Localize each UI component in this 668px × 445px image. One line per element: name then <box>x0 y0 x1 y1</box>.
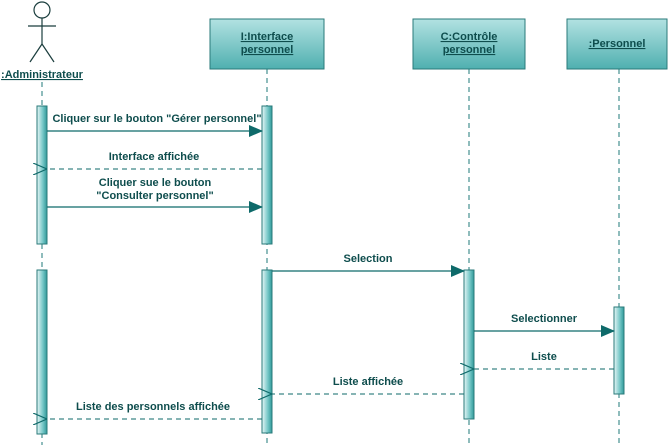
message-1-label: Cliquer sur le bouton "Gérer personnel" <box>52 113 261 125</box>
message-7: Liste affichée <box>272 376 464 394</box>
activation-bar-admin-1 <box>36 105 48 245</box>
object-interface-personnel: I:Interface personnel <box>209 18 325 70</box>
message-4-label: Selection <box>344 253 393 265</box>
message-3: Cliquer sue le bouton "Consulter personn… <box>47 177 263 213</box>
object-interface-line1: I:Interface <box>241 31 294 43</box>
message-7-label: Liste affichée <box>333 376 403 388</box>
activation-bar-interface-2 <box>261 269 273 434</box>
message-2-label: Interface affichée <box>109 151 199 163</box>
object-controle-line2: personnel <box>443 44 496 56</box>
message-3-label-line1: Cliquer sue le bouton <box>99 177 212 189</box>
message-5-label: Selectionner <box>511 313 578 325</box>
activation-bar-personnel <box>613 306 625 395</box>
actor-administrateur: :Administrateur <box>1 1 84 81</box>
message-6: Liste <box>474 351 614 369</box>
activation-bar-interface-1 <box>261 105 273 245</box>
message-1: Cliquer sur le bouton "Gérer personnel" <box>47 113 263 137</box>
object-personnel-label: :Personnel <box>589 38 646 50</box>
activation-bar-admin-2 <box>36 269 48 435</box>
object-controle-personnel: C:Contrôle personnel <box>412 18 526 70</box>
message-6-label: Liste <box>531 351 557 363</box>
message-8-label: Liste des personnels affichée <box>76 401 230 413</box>
object-personnel: :Personnel <box>566 18 668 70</box>
message-3-label-line2: "Consulter personnel" <box>96 190 213 202</box>
object-interface-line2: personnel <box>241 44 294 56</box>
message-2: Interface affichée <box>47 151 262 169</box>
message-8: Liste des personnels affichée <box>47 401 262 419</box>
actor-stick-figure-icon <box>28 1 56 63</box>
activation-bar-controle <box>463 269 475 420</box>
message-4: Selection <box>272 253 465 277</box>
message-5: Selectionner <box>474 313 615 337</box>
object-controle-line1: C:Contrôle <box>441 31 498 43</box>
actor-name: :Administrateur <box>1 69 84 81</box>
